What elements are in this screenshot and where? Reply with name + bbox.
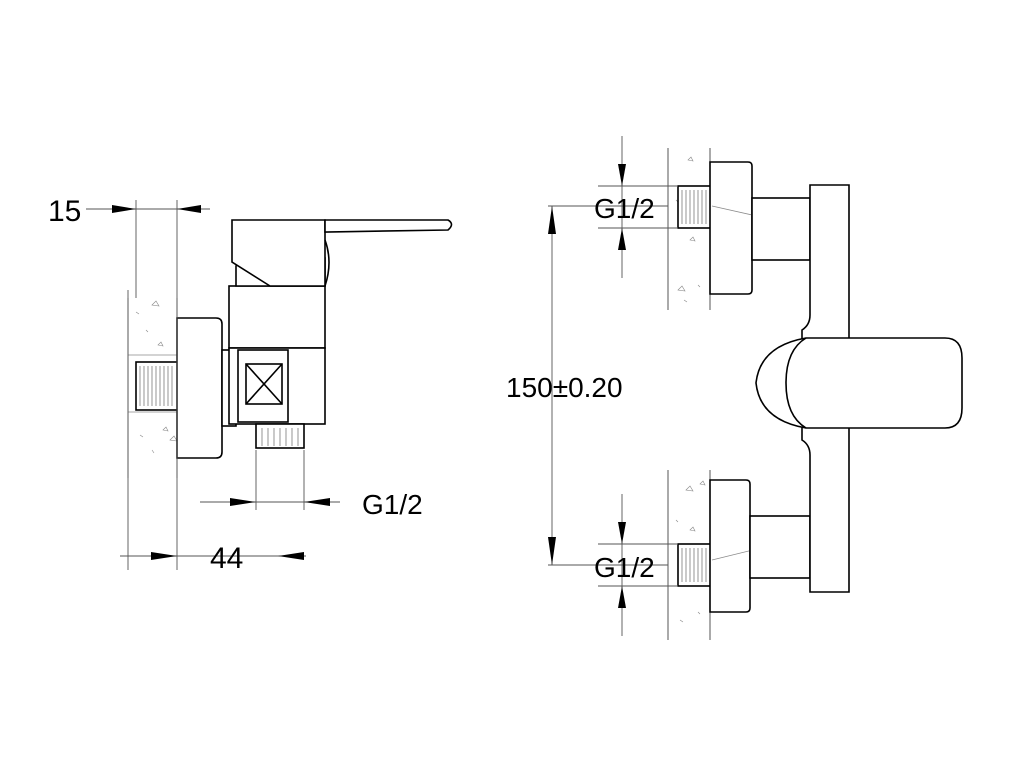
dimension-outlet-thread: G1/2 <box>200 489 423 520</box>
dimension-inlet-thread-upper-label: G1/2 <box>594 193 655 224</box>
front-view-upper-wall <box>667 148 811 310</box>
side-view-escutcheon <box>176 317 223 459</box>
dimension-inlet-thread-lower: G1/2 <box>594 494 678 636</box>
side-view-inlet-thread <box>135 361 179 411</box>
dimension-wall-offset: 15 <box>48 195 210 228</box>
dimension-inlet-thread-lower-label: G1/2 <box>594 552 655 583</box>
dimension-projection: 44 <box>120 542 306 575</box>
front-view: 150±0.20 G1/2 G1/2 <box>506 136 963 640</box>
front-view-upper-nut <box>751 197 811 261</box>
dimension-centre-distance-label: 150±0.20 <box>506 372 623 403</box>
side-view-outlet <box>255 423 305 449</box>
side-view-handle <box>231 219 453 287</box>
front-view-lower-nut <box>749 515 811 579</box>
dimension-centre-distance: 150±0.20 <box>506 205 668 566</box>
side-view: 15 44 G1/2 <box>48 195 453 575</box>
dimension-outlet-thread-label: G1/2 <box>362 489 423 520</box>
front-view-lower-wall <box>667 470 811 640</box>
side-view-nut <box>237 349 289 423</box>
side-view-body-upper <box>228 285 326 349</box>
dimension-inlet-thread-upper: G1/2 <box>594 136 678 278</box>
dimension-projection-label: 44 <box>210 542 243 575</box>
front-view-handle <box>755 337 963 429</box>
dimension-wall-offset-label: 15 <box>48 195 81 228</box>
